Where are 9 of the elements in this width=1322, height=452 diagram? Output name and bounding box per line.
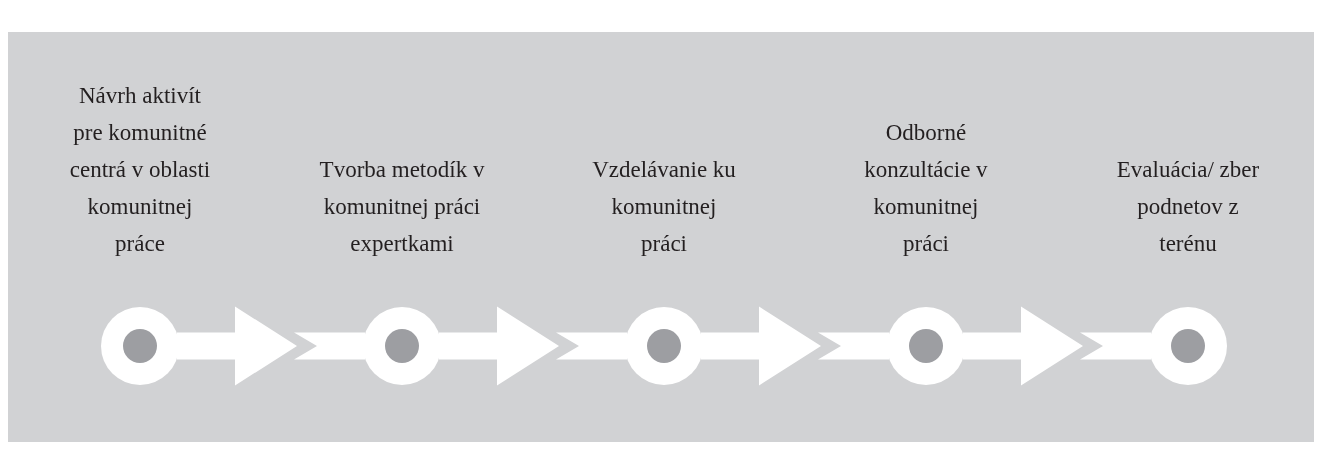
- arrow: [177, 306, 365, 386]
- arrow: [963, 306, 1151, 386]
- step-label: Evaluácia/ zber podnetov z terénu: [1115, 156, 1261, 258]
- step-label: Vzdelávanie ku komunitnej práci: [591, 156, 737, 258]
- step-label: Návrh aktivít pre komunitné centrá v oblasti komunitnej práce: [68, 82, 212, 258]
- step-label: Odborné konzultácie v komunitnej práci: [863, 119, 989, 258]
- arrow: [439, 306, 627, 386]
- step-label: Tvorba metodík v komunitnej práci expertkami: [318, 156, 486, 258]
- arrow: [701, 306, 889, 386]
